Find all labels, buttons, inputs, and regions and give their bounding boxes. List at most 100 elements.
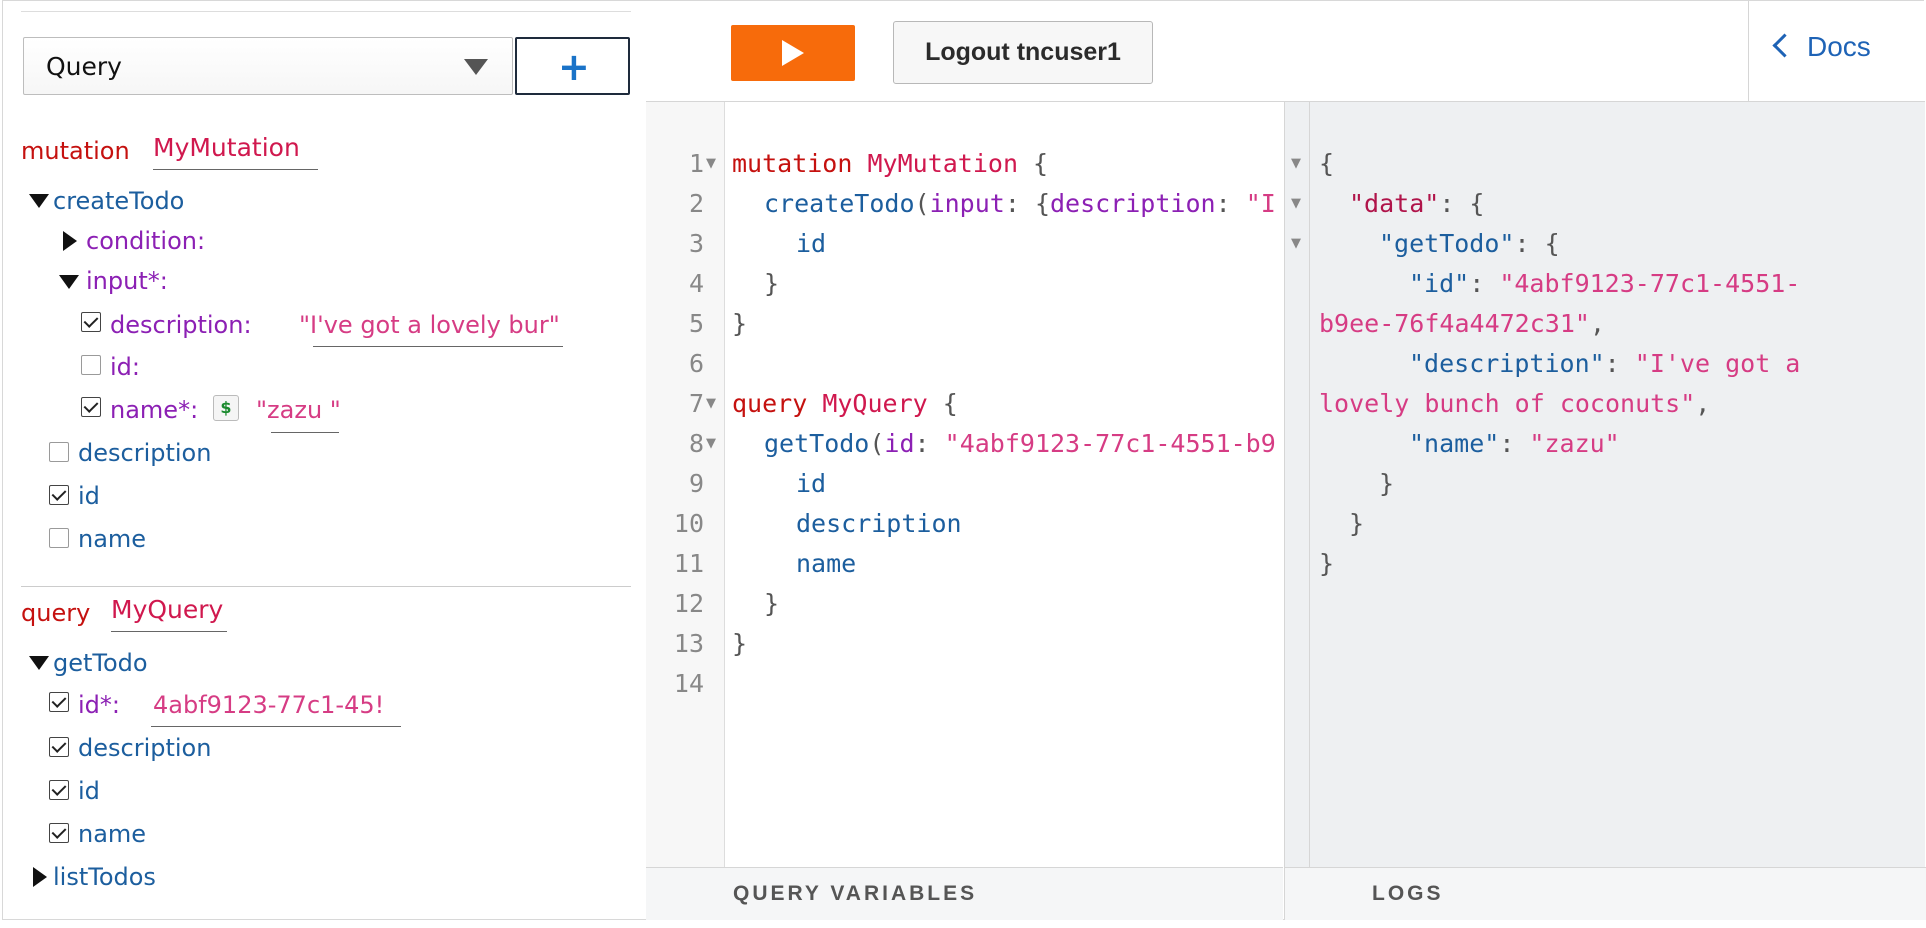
query-editor[interactable]: 1 2 3 4 5 6 7 8 9 10 11 12 13 14 ▼ ▼ ▼ m… xyxy=(646,102,1283,867)
json-punct: : { xyxy=(1514,229,1560,258)
add-operation-button[interactable]: + xyxy=(515,37,630,95)
checkbox-id[interactable] xyxy=(49,485,69,505)
execute-query-button[interactable] xyxy=(731,25,855,81)
arg-id[interactable]: id*: xyxy=(78,691,120,719)
field-createtodo[interactable]: createTodo xyxy=(53,187,185,215)
code-token: description xyxy=(1050,189,1216,218)
arg-description-value[interactable]: "I've got a lovely bur" xyxy=(299,311,560,339)
expand-down-icon[interactable] xyxy=(59,275,79,289)
operation-type-select[interactable]: Query xyxy=(23,37,513,95)
json-line: "name": "zazu" xyxy=(1319,424,1620,464)
json-punct: : xyxy=(1604,349,1635,378)
divider xyxy=(21,586,631,587)
field-name[interactable]: name xyxy=(78,525,147,553)
line-number: 5 xyxy=(688,309,704,338)
line-gutter: 1 2 3 4 5 6 7 8 9 10 11 12 13 14 ▼ ▼ ▼ xyxy=(646,102,725,867)
code-line: id xyxy=(796,229,827,258)
chevron-down-icon xyxy=(464,59,488,75)
arg-id-value[interactable]: 4abf9123-77c1-45! xyxy=(153,691,385,719)
arg-id[interactable]: id: xyxy=(110,353,140,381)
code-token: : xyxy=(914,429,945,458)
query-variables-label: QUERY VARIABLES xyxy=(733,882,978,905)
json-line: "data": { xyxy=(1319,184,1484,224)
expand-right-icon[interactable] xyxy=(63,231,77,251)
fold-icon[interactable]: ▼ xyxy=(706,396,716,411)
mutation-name-underline xyxy=(153,169,318,170)
checkbox-id-arg[interactable] xyxy=(81,355,101,375)
code-line: description xyxy=(796,509,962,538)
fold-icon[interactable]: ▼ xyxy=(1291,236,1301,251)
logs-bar[interactable]: LOGS xyxy=(1284,867,1926,920)
docs-button[interactable]: Docs xyxy=(1772,31,1871,71)
json-key: "name" xyxy=(1409,429,1500,458)
logout-button[interactable]: Logout tncuser1 xyxy=(893,21,1153,84)
json-value: lovely bunch of coconuts" xyxy=(1319,389,1696,418)
field-name[interactable]: name xyxy=(78,820,147,848)
arg-description[interactable]: description: xyxy=(110,311,252,339)
json-value: "4abf9123-77c1-4551- xyxy=(1499,269,1801,298)
variable-toggle-icon[interactable]: $ xyxy=(213,395,239,421)
field-id[interactable]: id xyxy=(78,777,100,805)
expand-down-icon[interactable] xyxy=(29,194,49,208)
checkbox-description[interactable] xyxy=(49,442,69,462)
play-icon xyxy=(782,40,804,66)
code-token: getTodo xyxy=(764,429,870,458)
code-line: getTodo(id: "4abf9123-77c1-4551-b9 xyxy=(764,424,1276,464)
checkbox-name[interactable] xyxy=(49,823,69,843)
json-value: "I've got a xyxy=(1634,349,1801,378)
checkbox-description[interactable] xyxy=(49,737,69,757)
checkbox-description-arg[interactable] xyxy=(81,312,101,332)
json-line: { xyxy=(1319,149,1335,178)
code-token: input xyxy=(929,189,1005,218)
field-description[interactable]: description xyxy=(78,439,212,467)
fold-icon[interactable]: ▼ xyxy=(1291,156,1301,171)
json-key: "data" xyxy=(1349,189,1440,218)
name-underline xyxy=(271,432,339,433)
field-id[interactable]: id xyxy=(78,482,100,510)
code-token: ( xyxy=(869,429,885,458)
checkbox-name-arg[interactable] xyxy=(81,397,101,417)
code-token: query xyxy=(732,389,808,418)
json-line: "description": "I've got a xyxy=(1319,344,1800,384)
expand-right-icon[interactable] xyxy=(33,867,47,887)
expand-down-icon[interactable] xyxy=(29,656,49,670)
code-token: { xyxy=(1018,149,1049,178)
line-number: 14 xyxy=(673,669,704,698)
code-area[interactable]: mutation MyMutation { createTodo(input: … xyxy=(732,102,1282,867)
checkbox-name[interactable] xyxy=(49,528,69,548)
code-line: query MyQuery { xyxy=(732,384,958,424)
description-value-text: I've got a lovely bur xyxy=(310,311,549,339)
result-gutter: ▼ ▼ ▼ xyxy=(1284,102,1310,867)
logs-label: LOGS xyxy=(1372,882,1444,905)
json-line: "getTodo": { xyxy=(1319,224,1560,264)
line-number: 1 xyxy=(688,149,704,178)
json-value: b9ee-76f4a4472c31" xyxy=(1319,309,1590,338)
arg-input[interactable]: input*: xyxy=(86,267,168,295)
arg-condition[interactable]: condition: xyxy=(86,227,206,255)
fold-icon[interactable]: ▼ xyxy=(706,156,716,171)
arg-name-value[interactable]: "zazu " xyxy=(256,396,341,424)
line-number: 7 xyxy=(688,389,704,418)
json-value: "zazu" xyxy=(1529,429,1620,458)
description-underline xyxy=(313,346,563,347)
line-number: 6 xyxy=(688,349,704,378)
query-name-input[interactable]: MyQuery xyxy=(111,595,224,624)
arg-name[interactable]: name*: xyxy=(110,396,199,424)
fold-icon[interactable]: ▼ xyxy=(1291,196,1301,211)
line-number: 10 xyxy=(673,509,704,538)
code-line: mutation MyMutation { xyxy=(732,144,1048,184)
field-description[interactable]: description xyxy=(78,734,212,762)
result-viewer[interactable]: ▼ ▼ ▼ { "data": { "getTodo": { "id": "4a… xyxy=(1284,102,1925,919)
line-number: 4 xyxy=(688,269,704,298)
field-gettodo[interactable]: getTodo xyxy=(53,649,148,677)
checkbox-id-arg[interactable] xyxy=(49,692,69,712)
code-token: "I xyxy=(1245,189,1276,218)
fold-icon[interactable]: ▼ xyxy=(706,436,716,451)
json-line: } xyxy=(1349,509,1365,538)
query-variables-bar[interactable]: QUERY VARIABLES xyxy=(646,867,1283,920)
checkbox-id[interactable] xyxy=(49,780,69,800)
mutation-name-input[interactable]: MyMutation xyxy=(153,133,300,162)
field-listtodos[interactable]: listTodos xyxy=(53,863,156,891)
line-number: 2 xyxy=(688,189,704,218)
